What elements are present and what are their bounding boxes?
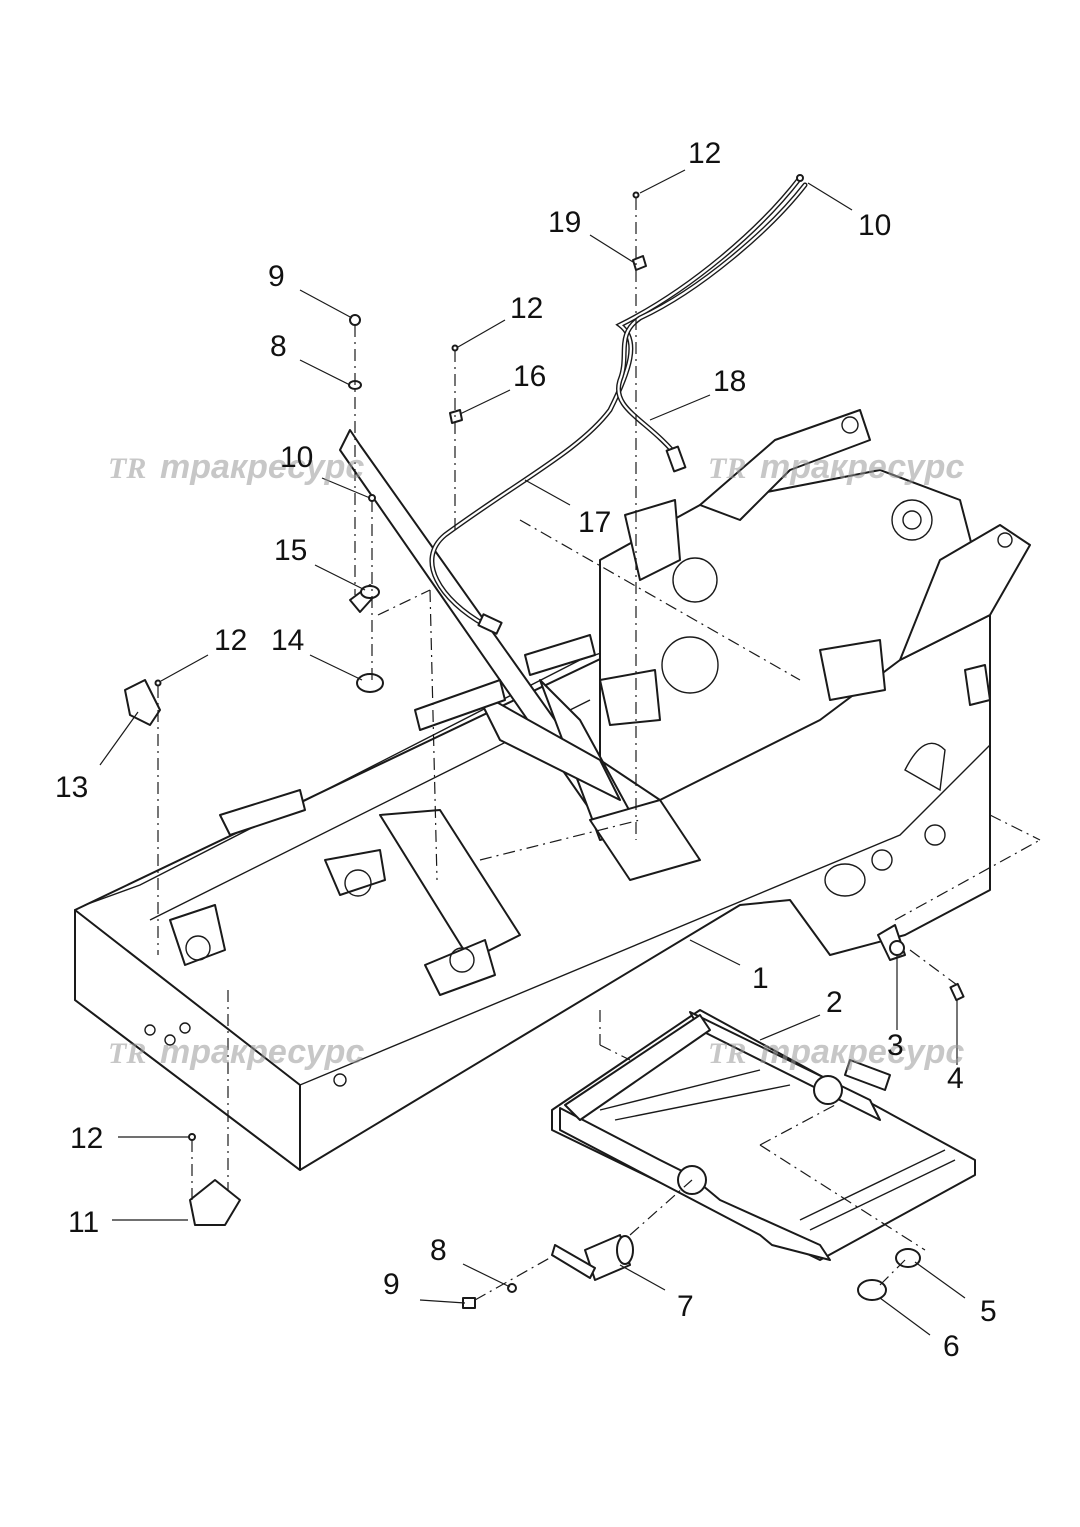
watermark-bl: TR тракресурс (108, 1033, 364, 1071)
part-4-bolt (949, 982, 965, 1002)
callout-11: 11 (68, 1206, 99, 1239)
sub-frame (551, 1009, 976, 1261)
cable-harness (429, 175, 808, 635)
callout-3: 3 (887, 1029, 904, 1062)
callout-18: 18 (713, 365, 746, 398)
watermark-tr: TR тракресурс (708, 448, 964, 486)
svg-text:TR: TR (708, 1037, 746, 1070)
callout-10-left: 10 (280, 441, 313, 474)
callout-2: 2 (826, 986, 843, 1019)
part-13-bracket (124, 679, 161, 726)
callout-9-bottom: 9 (383, 1268, 400, 1301)
svg-text:тракресурс: тракресурс (160, 448, 364, 486)
svg-text:тракресурс: тракресурс (160, 1033, 364, 1071)
callout-14: 14 (271, 624, 304, 657)
callout-9-top: 9 (268, 260, 285, 293)
main-frame (74, 409, 1031, 1171)
callout-19: 19 (548, 206, 581, 239)
callout-12-bottom: 12 (70, 1122, 103, 1155)
svg-text:тракресурс: тракресурс (760, 1033, 964, 1071)
part-11-bracket (189, 1179, 241, 1226)
assembly-lines (157, 198, 1041, 1301)
part-6-plate (857, 1279, 887, 1301)
callout-13: 13 (55, 771, 88, 804)
svg-text:тракресурс: тракресурс (760, 448, 964, 486)
part-19-clip (632, 255, 647, 271)
part-9-bolt (349, 314, 361, 326)
svg-text:TR: TR (108, 452, 146, 485)
leader-lines (99, 169, 966, 1336)
callout-16: 16 (513, 360, 546, 393)
part-16-clip (449, 409, 463, 424)
part-8-washer-lower (507, 1283, 517, 1293)
svg-text:TR: TR (108, 1037, 146, 1070)
callout-12-top: 12 (688, 137, 721, 170)
watermark-br: TR тракресурс (708, 1033, 964, 1071)
svg-text:TR: TR (708, 452, 746, 485)
part-14-grommet (356, 673, 384, 693)
callout-8-top: 8 (270, 330, 287, 363)
callout-12-left: 12 (214, 624, 247, 657)
callout-1: 1 (752, 962, 769, 995)
callout-15: 15 (274, 534, 307, 567)
callout-12-mid: 12 (510, 292, 543, 325)
callout-10-top: 10 (858, 209, 891, 242)
part-10-fitting (796, 174, 804, 182)
callout-5: 5 (980, 1295, 997, 1328)
watermarks: TR тракресурс TR тракресурс TR тракресур… (108, 448, 964, 1071)
watermark-tl: TR тракресурс (108, 448, 364, 486)
callout-6: 6 (943, 1330, 960, 1363)
callout-17: 17 (578, 506, 611, 539)
callout-4: 4 (947, 1062, 964, 1095)
part-5-washer (895, 1248, 921, 1268)
callouts: 12 10 19 9 12 8 16 18 10 17 15 12 14 13 … (55, 137, 997, 1363)
callout-7: 7 (677, 1290, 694, 1323)
callout-8-bottom: 8 (430, 1234, 447, 1267)
